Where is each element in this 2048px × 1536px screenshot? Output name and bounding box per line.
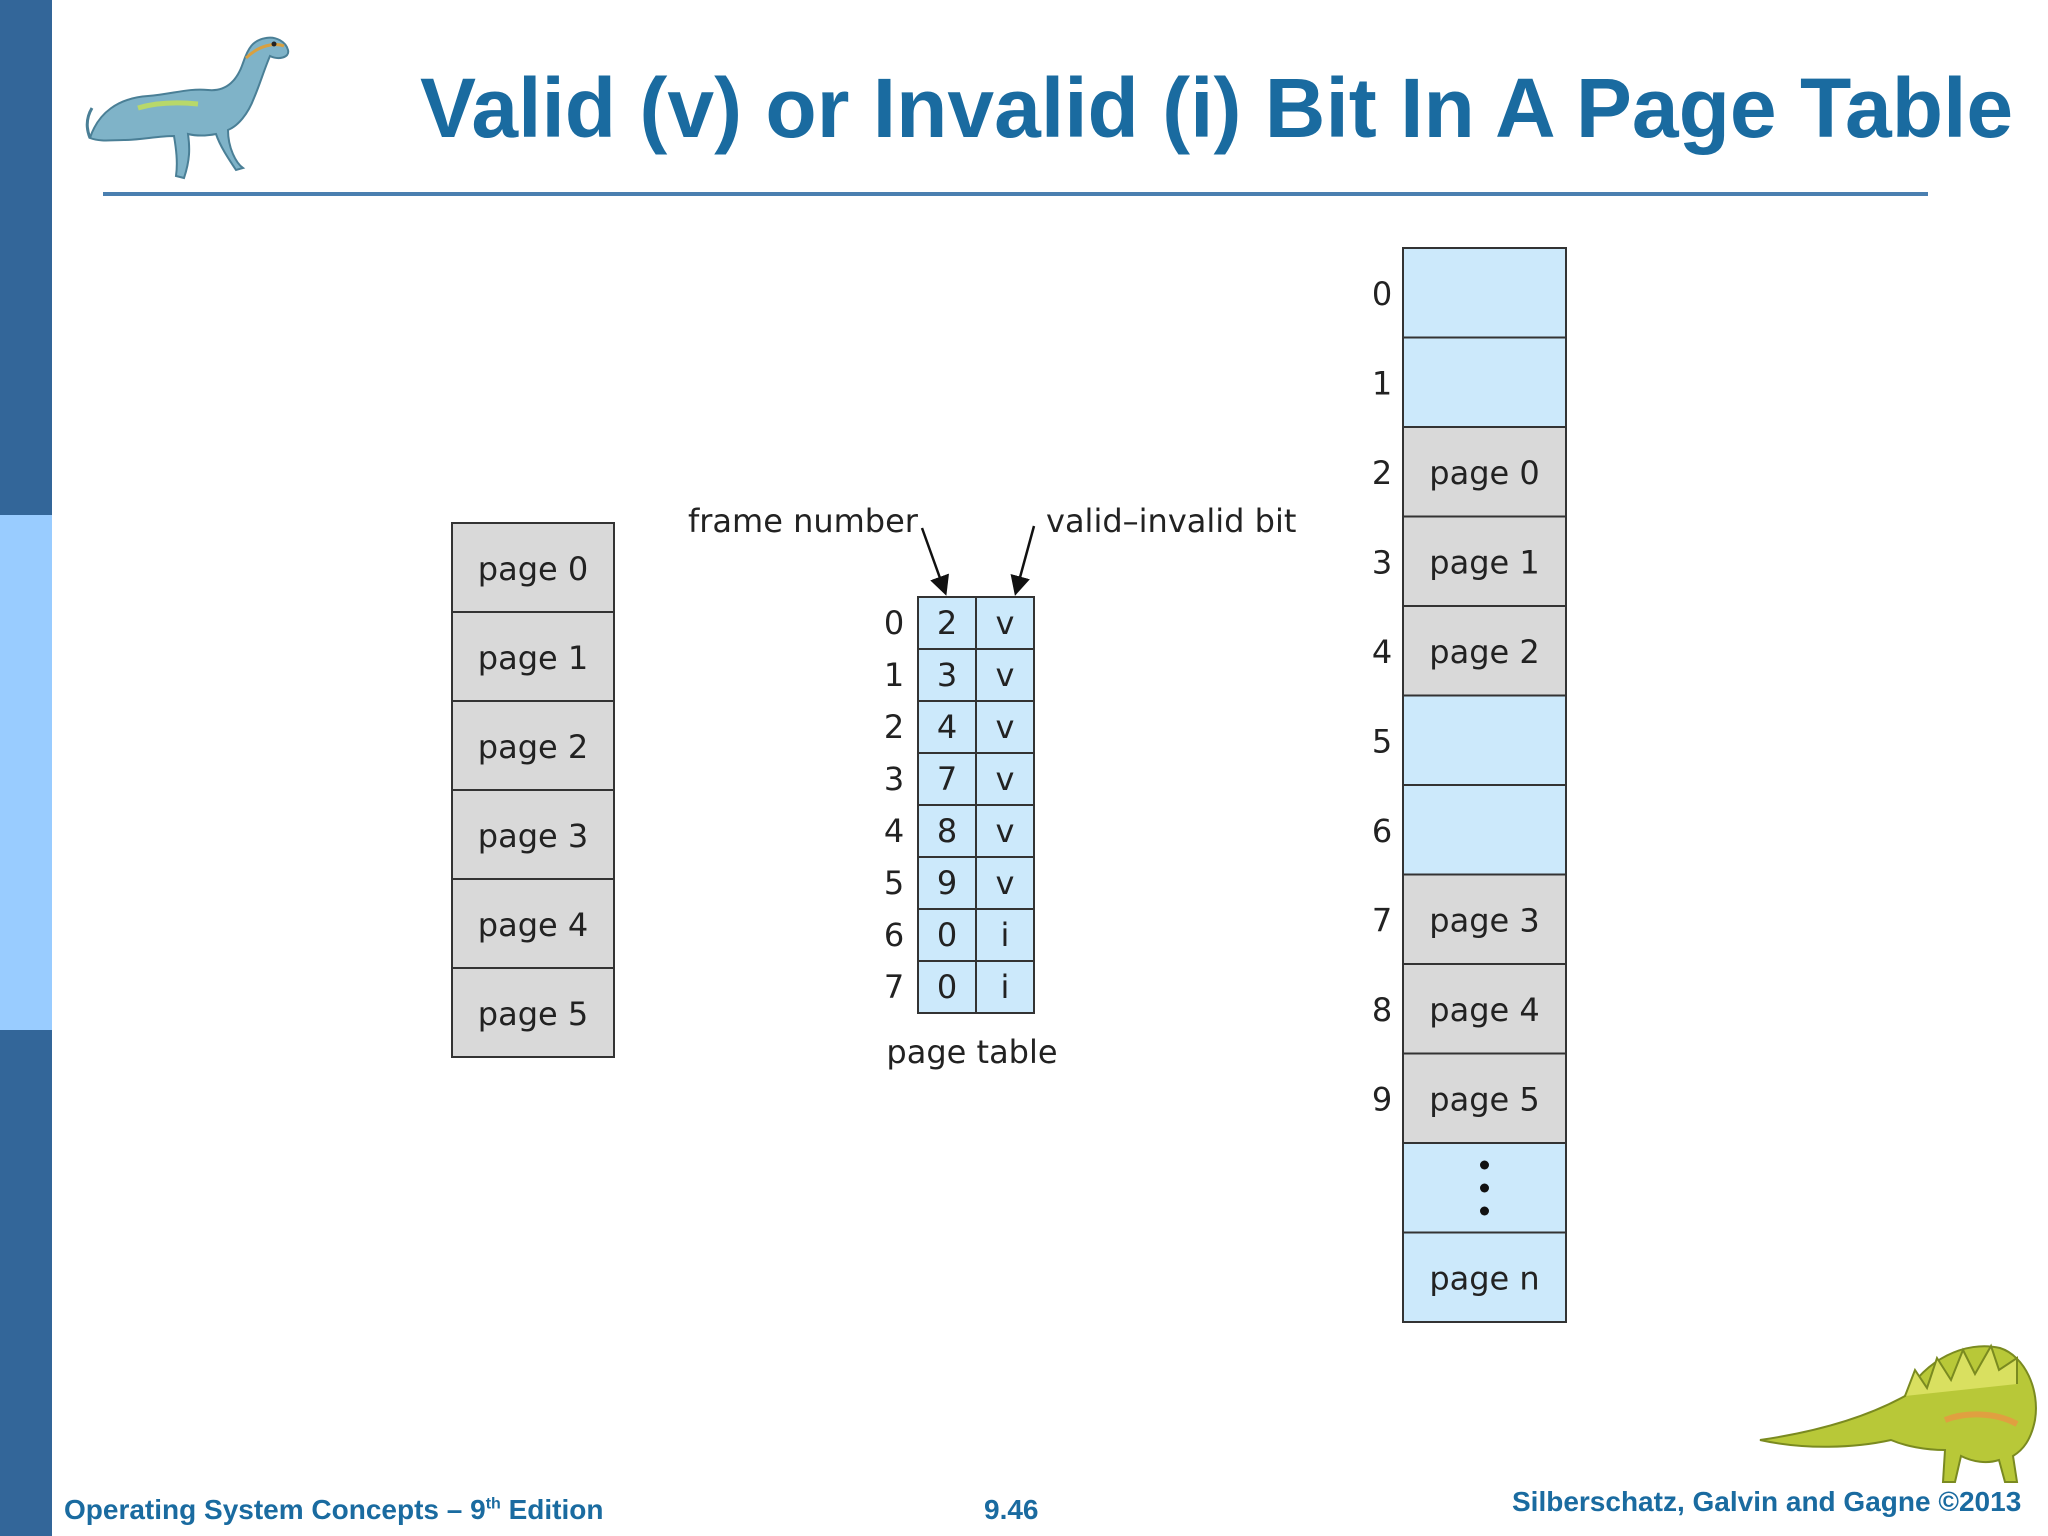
- frame-cell-physical: [1402, 1052, 1567, 1144]
- frame-index: 2: [1372, 454, 1392, 492]
- valid-invalid-arrow: [1010, 525, 1036, 596]
- frame-cell: [917, 648, 977, 702]
- frame-index: 7: [1372, 902, 1392, 940]
- dinosaur-logo-icon: [85, 36, 290, 180]
- frame-index: 8: [1372, 991, 1392, 1029]
- frame-number-arrow: [920, 527, 949, 596]
- physical-page-label: page 2: [1429, 633, 1539, 671]
- footer-book-title: Operating System Concepts – 9th Edition: [64, 1494, 603, 1526]
- title-divider: [103, 192, 1928, 196]
- sidebar-band-bottom: [0, 1030, 52, 1536]
- frame-cell: [917, 960, 977, 1014]
- valid-bit-value: v: [996, 708, 1015, 746]
- slide-title: Valid (v) or Invalid (i) Bit In A Page T…: [420, 61, 2014, 155]
- frame-number-value: 8: [937, 812, 957, 850]
- page-table-labels: frame number valid–invalid bit page tabl…: [688, 502, 1296, 1071]
- frame-number-value: 9: [937, 864, 957, 902]
- frame-cell: [917, 856, 977, 910]
- frame-number-value: 7: [937, 760, 957, 798]
- physical-page-label: page n: [1429, 1260, 1539, 1298]
- physical-page-label: page 1: [1429, 544, 1539, 582]
- logical-page-label: page 0: [478, 550, 588, 588]
- logical-page-label: page 5: [478, 995, 588, 1033]
- page-table-index: 0: [884, 604, 904, 642]
- valid-bit-value: v: [996, 604, 1015, 642]
- frame-number-label: frame number: [688, 502, 919, 540]
- valid-bit-value: i: [1001, 968, 1010, 1006]
- logical-page-cell: [451, 611, 615, 702]
- frame-index: 3: [1372, 544, 1392, 582]
- logical-page-label: page 1: [478, 639, 588, 677]
- frame-cell-physical: [1402, 605, 1567, 697]
- frame-cell-physical: [1402, 873, 1567, 965]
- stegosaur-logo-icon: [1759, 1343, 2037, 1483]
- logical-memory: page 0 page 1 page 2 page 3 page 4 page 5: [451, 522, 615, 1058]
- page-table-index: 6: [884, 916, 904, 954]
- ellipsis-dot: [1480, 1183, 1489, 1193]
- valid-bit-cell: [975, 648, 1035, 702]
- frame-index: 5: [1372, 723, 1392, 761]
- page-table-index: 1: [884, 656, 904, 694]
- frame-cell-physical: [1402, 694, 1567, 786]
- footer-edition-text: Edition: [500, 1494, 604, 1525]
- physical-page-label: page 0: [1429, 454, 1539, 492]
- frame-number-value: 0: [937, 916, 957, 954]
- frame-index: 0: [1372, 275, 1392, 313]
- valid-bit-value: v: [996, 656, 1015, 694]
- frame-cell-physical: [1402, 1231, 1567, 1323]
- valid-bit-value: v: [996, 760, 1015, 798]
- frame-index: 9: [1372, 1081, 1392, 1119]
- valid-bit-value: v: [996, 812, 1015, 850]
- logical-page-cell: [451, 522, 615, 613]
- frame-cell-physical: [1402, 336, 1567, 428]
- frame-number-value: 0: [937, 968, 957, 1006]
- frame-number-value: 3: [937, 656, 957, 694]
- footer-copyright: Silberschatz, Galvin and Gagne ©2013: [1512, 1486, 2022, 1517]
- frame-cell-physical: [1402, 515, 1567, 607]
- frame-number-value: 4: [937, 708, 957, 746]
- valid-bit-value: v: [996, 864, 1015, 902]
- frame-cell: [917, 908, 977, 962]
- physical-page-label: page 3: [1429, 902, 1539, 940]
- valid-bit-cell: [975, 804, 1035, 858]
- page-table-index: 3: [884, 760, 904, 798]
- ellipsis-dot: [1480, 1206, 1489, 1216]
- page-table-index: 5: [884, 864, 904, 902]
- footer-edition-superscript: th: [485, 1495, 501, 1513]
- logical-page-cell: [451, 967, 615, 1058]
- logical-page-label: page 2: [478, 728, 588, 766]
- frame-cell-physical: [1402, 784, 1567, 876]
- sidebar-band-top: [0, 0, 52, 515]
- physical-memory: 0 1 2 page 0 3 page 1 4 page 2 5 6 7 page 3 8 page 4 9…: [1372, 247, 1567, 1323]
- frame-cell: [917, 804, 977, 858]
- page-table-caption: page table: [886, 1033, 1057, 1071]
- page-table-index: 4: [884, 812, 904, 850]
- valid-invalid-bit-label: valid–invalid bit: [1046, 502, 1296, 540]
- physical-page-label: page 5: [1429, 1081, 1539, 1119]
- logical-page-label: page 3: [478, 817, 588, 855]
- footer-slide-number: 9.46: [984, 1494, 1039, 1525]
- page-table-index: 2: [884, 708, 904, 746]
- frame-number-value: 2: [937, 604, 957, 642]
- frame-cell-physical: [1402, 247, 1567, 339]
- frame-index: 4: [1372, 633, 1392, 671]
- ellipsis-dot: [1480, 1160, 1489, 1170]
- valid-bit-cell: [975, 856, 1035, 910]
- frame-index: 1: [1372, 365, 1392, 403]
- valid-bit-cell: [975, 908, 1035, 962]
- footer-book-title-text: Operating System Concepts – 9: [64, 1494, 486, 1525]
- sidebar-band-middle: [0, 515, 52, 1030]
- valid-bit-cell: [975, 960, 1035, 1014]
- logical-page-label: page 4: [478, 906, 588, 944]
- physical-page-label: page 4: [1429, 991, 1539, 1029]
- valid-bit-cell: [975, 700, 1035, 754]
- valid-bit-value: i: [1001, 916, 1010, 954]
- page-table-index: 7: [884, 968, 904, 1006]
- frame-index: 6: [1372, 812, 1392, 850]
